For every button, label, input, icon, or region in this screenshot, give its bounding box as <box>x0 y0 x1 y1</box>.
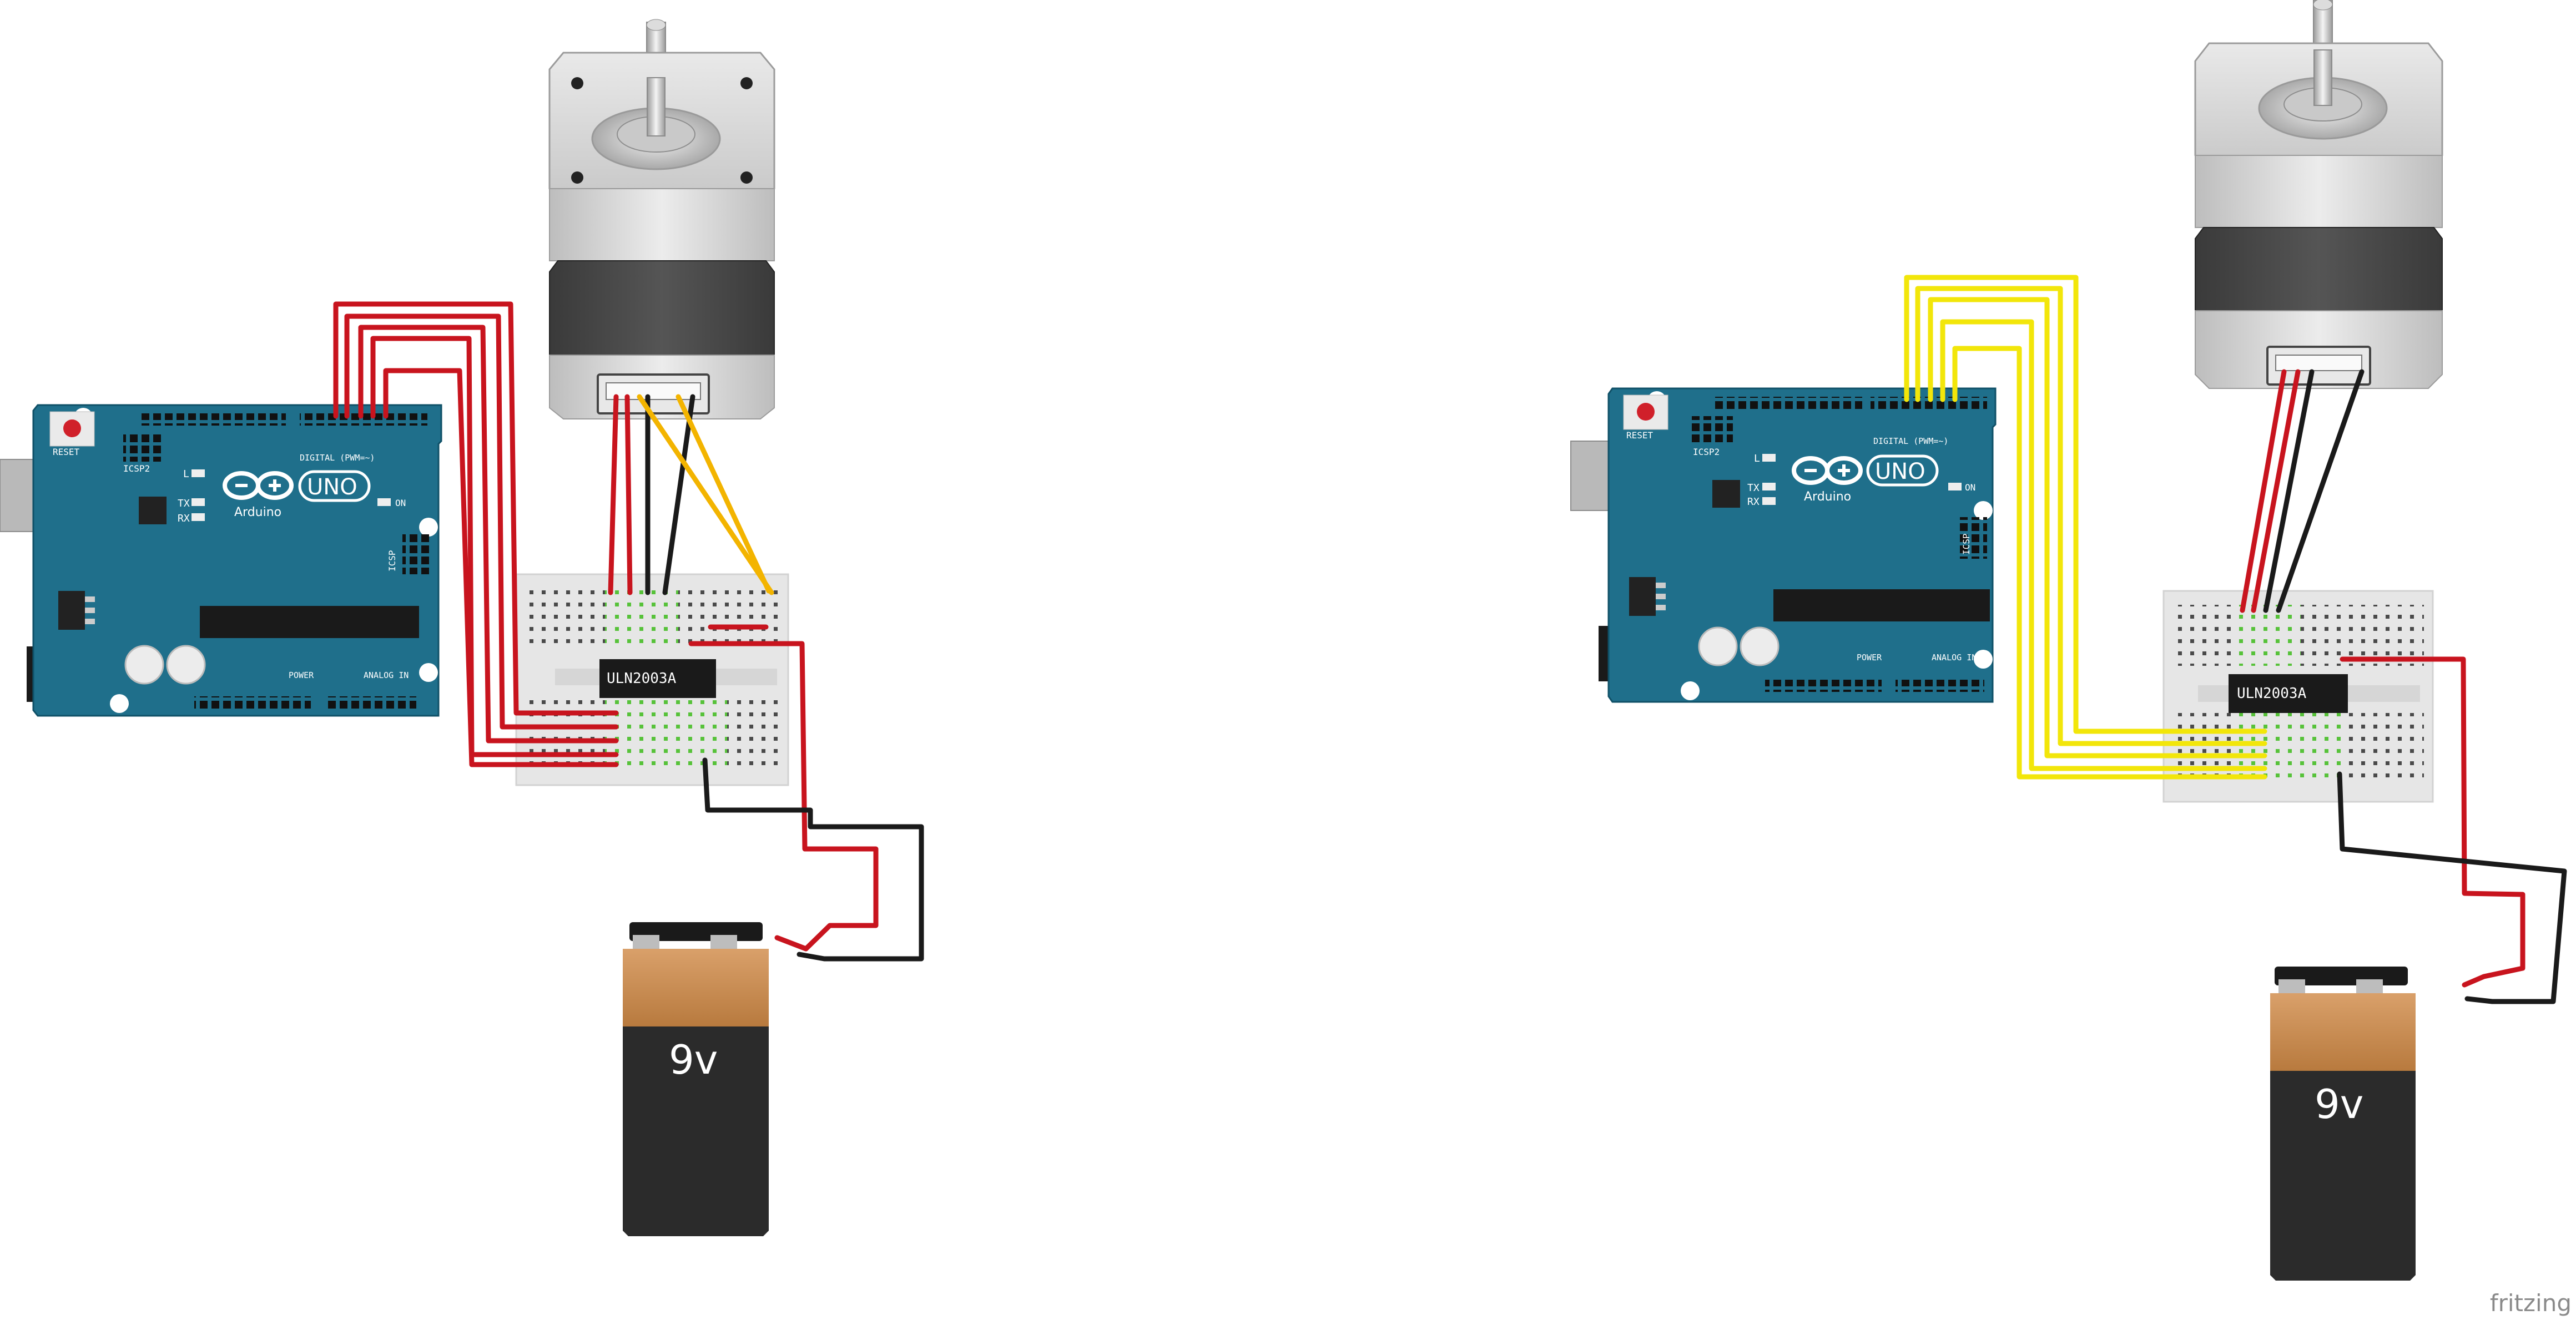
breadboard: ULN2003A <box>2162 590 2434 803</box>
uln2003a-label: ULN2003A <box>607 670 677 687</box>
battery-9v: 9v <box>2270 967 2416 1281</box>
wire-orange <box>675 394 772 594</box>
header-analog <box>1896 680 1984 692</box>
wire-orange <box>637 394 774 595</box>
icsp-label: ICSP <box>1961 533 1972 555</box>
fritzing-credit: fritzing <box>2489 1289 2572 1317</box>
wire-red <box>2251 369 2301 613</box>
icsp2-header <box>123 433 164 462</box>
wire-yellow <box>1928 297 2267 758</box>
reset-button[interactable] <box>49 411 95 447</box>
header-digital-right <box>300 413 427 426</box>
uln2003a-label: ULN2003A <box>2237 685 2307 702</box>
battery-9v: 9v <box>623 922 769 1236</box>
wire-red <box>358 325 619 744</box>
wire-red <box>688 641 879 952</box>
wire-red <box>333 301 619 716</box>
reset-button-cap[interactable] <box>63 419 81 437</box>
chip-small <box>1712 480 1740 508</box>
battery-label: 9v <box>669 1036 718 1083</box>
wire-black <box>702 757 924 962</box>
wire-yellow <box>1940 319 2267 771</box>
header-digital-left <box>1712 397 1862 409</box>
digital-label: DIGITAL (PWM=~) <box>1873 436 1948 446</box>
icsp-header <box>402 533 430 574</box>
power-label: POWER <box>1857 653 1882 662</box>
microcontroller-chip <box>200 606 419 638</box>
led-rx-label: RX <box>178 513 190 524</box>
wire-red <box>2340 656 2525 988</box>
microcontroller-chip <box>1773 589 1990 621</box>
uno-label: UNO <box>307 474 357 500</box>
wire-yellow <box>1952 346 2267 780</box>
analog-label: ANALOG IN <box>364 670 409 680</box>
icsp2-label: ICSP2 <box>1693 447 1720 457</box>
header-digital-left <box>142 413 286 426</box>
wire-red <box>383 368 619 767</box>
uln2003a-chip <box>2229 674 2348 713</box>
voltage-regulator <box>1629 577 1656 616</box>
icsp2-header <box>1692 416 1733 445</box>
arduino-infinity-logo <box>223 471 294 500</box>
on-label: ON <box>395 498 406 508</box>
wire-red <box>624 394 633 595</box>
icsp-label: ICSP <box>387 550 397 572</box>
led-tx-label: TX <box>1747 482 1760 494</box>
voltage-regulator <box>58 591 85 630</box>
header-power <box>194 696 311 709</box>
capacitor <box>124 645 164 685</box>
arduino-brand-label: Arduino <box>1804 490 1851 504</box>
digital-label: DIGITAL (PWM=~) <box>300 453 375 463</box>
icsp2-label: ICSP2 <box>123 463 150 474</box>
wire-black <box>2276 369 2365 613</box>
reset-label: RESET <box>1626 430 1654 441</box>
header-analog <box>327 696 416 709</box>
wire-yellow <box>1904 275 2267 734</box>
capacitor <box>1698 626 1738 666</box>
icsp-header <box>1959 517 1987 559</box>
chip-small <box>139 497 167 524</box>
wires-left <box>333 301 924 962</box>
wire-red <box>344 313 619 730</box>
motor-body-dark <box>549 260 775 356</box>
circuit-right: RESET ICSP2 DIGITAL (PWM=~) L TX RX UNO … <box>1570 0 2567 1281</box>
wire-red <box>2240 369 2287 613</box>
led-l-label: L <box>1754 453 1760 464</box>
wires-right <box>1904 275 2567 1004</box>
stepper-motor <box>2194 0 2443 389</box>
uno-label: UNO <box>1875 459 1925 484</box>
battery-label: 9v <box>2315 1081 2363 1127</box>
capacitor <box>1740 626 1779 666</box>
header-digital-right <box>1871 397 1987 409</box>
reset-label: RESET <box>53 447 80 457</box>
analog-label: ANALOG IN <box>1932 653 1977 662</box>
wire-red <box>608 394 619 595</box>
wire-red <box>370 336 619 757</box>
on-label: ON <box>1965 482 1975 493</box>
motor-body-dark <box>2195 227 2443 311</box>
wire-black <box>2337 771 2567 1004</box>
arduino-brand-label: Arduino <box>234 505 281 519</box>
wire-black <box>662 394 695 595</box>
stepper-motor <box>548 19 775 419</box>
led-l-label: L <box>183 468 189 480</box>
led-tx-label: TX <box>178 498 190 509</box>
led-rx-label: RX <box>1747 496 1760 508</box>
reset-button-cap[interactable] <box>1637 403 1655 421</box>
arduino-infinity-logo <box>1792 456 1863 485</box>
circuit-left: RESET ICSP2 DIGITAL (PWM=~) L TX RX UNO … <box>0 19 924 1236</box>
capacitor <box>166 645 206 685</box>
wire-black <box>2263 369 2315 613</box>
arduino-uno-board: RESET ICSP2 DIGITAL (PWM=~) L TX RX UNO … <box>0 404 442 717</box>
arduino-uno-board: RESET ICSP2 DIGITAL (PWM=~) L TX RX UNO … <box>1570 387 1997 703</box>
power-label: POWER <box>289 670 314 680</box>
uln2003a-chip <box>599 659 716 698</box>
header-power <box>1765 680 1882 692</box>
wire-yellow <box>1915 286 2267 746</box>
